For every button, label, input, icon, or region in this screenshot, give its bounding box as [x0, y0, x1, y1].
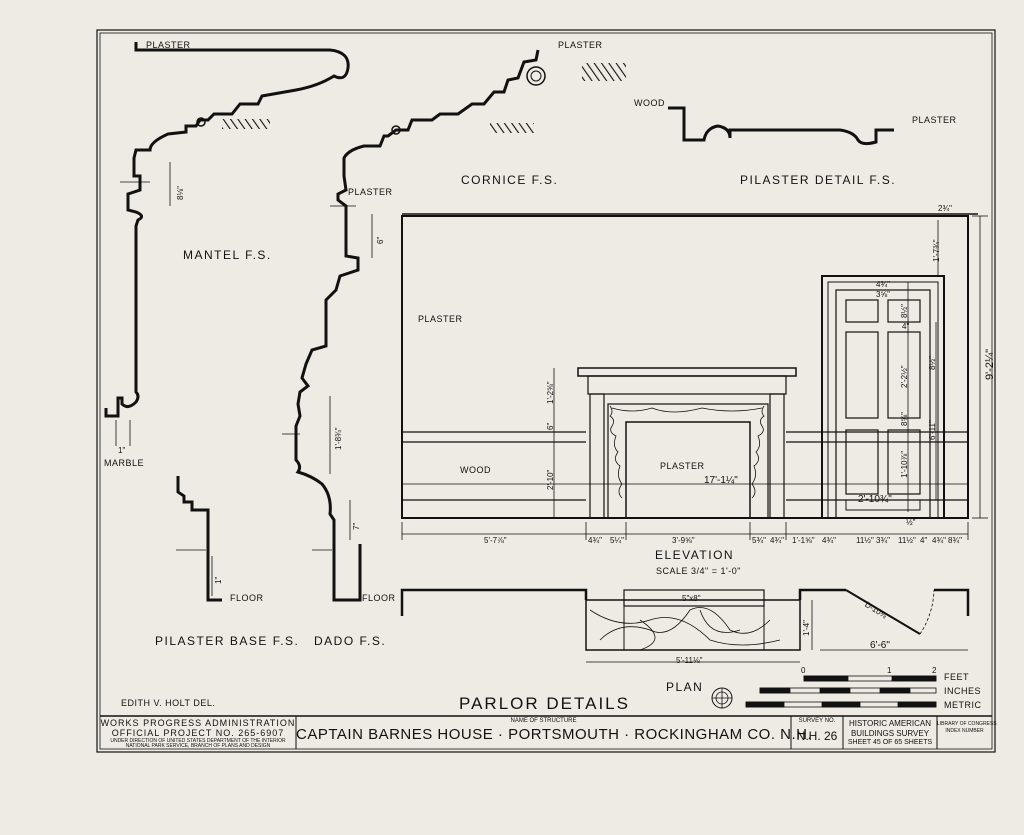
dim-door-8c: 8½" [928, 356, 937, 370]
label-plaster-fireplace: PLASTER [660, 461, 705, 471]
scale-tick-1: 1 [887, 666, 892, 675]
elevation-drawing [401, 213, 988, 540]
profile-dimension-lines [115, 162, 373, 596]
dim-el-6: 6" [546, 422, 555, 430]
agency-line-2: OFFICIAL PROJECT NO. 265-6907 [111, 728, 285, 738]
dim-mantel-1: 1" [118, 446, 126, 455]
dim-el-5b: 5¾" [752, 536, 766, 545]
dim-el-5-7: 5'-7⅞" [484, 536, 507, 545]
inner-border [99, 32, 993, 750]
survey-number: N.H. 26 [796, 729, 838, 743]
dim-el-4e: 4¾" [932, 536, 946, 545]
dim-el-11a: 11½" [856, 536, 874, 545]
agency-line-1: WORKS PROGRESS ADMINISTRATION [100, 718, 296, 728]
dim-door-1-10: 1'-10⅞" [900, 450, 909, 478]
pilaster-detail-profile [668, 106, 894, 146]
dim-el-2-10: 2'-10" [546, 469, 555, 490]
dim-door-2-2: 2'-2½" [900, 365, 909, 388]
dim-el-9-2: 9'-2¼" [984, 348, 996, 380]
title-pilaster-base: PILASTER BASE F.S. [155, 634, 300, 648]
dim-door-2-10: 2'-10¾" [858, 494, 892, 505]
dim-base-1: 1" [214, 576, 223, 584]
label-wood-wainscot: WOOD [460, 465, 491, 475]
agency-line-4: NATIONAL PARK SERVICE, BRANCH OF PLANS A… [125, 743, 271, 749]
label-floor-dado: FLOOR [362, 593, 396, 603]
habs-line-2: BUILDINGS SURVEY [850, 729, 930, 738]
label-floor-base: FLOOR [230, 593, 264, 603]
dim-plan-1-4: 1'-4" [802, 620, 811, 636]
scale-label-metric: METRIC [944, 700, 982, 710]
dim-el-4a: 4¾" [588, 536, 602, 545]
scale-tick-0: 0 [801, 666, 806, 675]
sheet-title: PARLOR DETAILS [459, 694, 630, 713]
cornice-profile [294, 49, 626, 602]
structure-name: CAPTAIN BARNES HOUSE · PORTSMOUTH · ROCK… [296, 726, 813, 743]
dim-dado-18: 1'-8¾" [334, 427, 343, 450]
title-pilaster-detail: PILASTER DETAIL F.S. [740, 173, 897, 187]
delineator: EDITH V. HOLT DEL. [121, 698, 216, 708]
dim-cornice-6: 6" [376, 236, 385, 244]
habs-line-1: HISTORIC AMERICAN [848, 719, 932, 728]
title-dado: DADO F.S. [314, 634, 387, 648]
label-plaster-pilaster: PLASTER [912, 115, 957, 125]
dim-el-4c: 4¾" [822, 536, 836, 545]
dim-plan-5-11: 5'-11⅛" [676, 656, 703, 665]
dim-door-8b: 8⅝" [900, 412, 909, 426]
label-wood-pilaster: WOOD [634, 98, 665, 108]
dim-el-8: 8¾" [948, 536, 962, 545]
dim-door-6-11: 6'-11" [928, 420, 937, 440]
dim-door-4b: 4" [902, 322, 910, 331]
survey-caption: SURVEY NO. [798, 718, 836, 724]
dim-mantel-8: 8⅛" [176, 186, 185, 200]
dim-door-8a: 8½" [900, 304, 909, 318]
label-plaster-mantel: PLASTER [146, 40, 191, 50]
library-line-2: INDEX NUMBER [945, 728, 984, 734]
dim-el-5a: 5¼" [610, 536, 624, 545]
pilaster-base-profile [176, 476, 222, 602]
dim-el-4d: 4" [920, 536, 928, 545]
sheet-info: SHEET 45 OF 65 SHEETS [847, 739, 933, 746]
dim-el-4b: 4¾" [770, 536, 784, 545]
label-marble: MARBLE [104, 458, 145, 468]
title-plan: PLAN [666, 680, 704, 694]
mantel-profile [104, 42, 350, 418]
title-mantel: MANTEL F.S. [183, 248, 272, 262]
graphic-scale [745, 675, 937, 708]
label-plaster-dado: PLASTER [348, 187, 393, 197]
dim-el-2-3: 2¾" [938, 204, 952, 213]
agency-line-3: UNDER DIRECTION OF UNITED STATES DEPARTM… [110, 738, 286, 744]
dim-plan-5x8: 5"x8" [682, 594, 701, 603]
structure-name-caption: NAME OF STRUCTURE [510, 718, 577, 724]
dim-el-1-2: 1'-2⅝" [546, 381, 555, 404]
dim-el-3: 3¾" [876, 536, 890, 545]
scale-label-inches: INCHES [944, 686, 982, 696]
outer-border [96, 29, 996, 753]
dim-door-4: 4¾" [876, 280, 890, 289]
dim-el-1-1: 1'-1⅝" [792, 536, 815, 545]
dim-el-1-7: 1'-7¾" [932, 239, 941, 262]
scale-label-feet: FEET [944, 672, 970, 682]
dim-door-half: ½" [906, 518, 916, 527]
dim-el-3-9: 3'-9⅝" [672, 536, 695, 545]
dim-door-3: 3⅝" [876, 290, 890, 299]
elevation-scale: SCALE 3/4" = 1'-0" [656, 566, 741, 576]
label-plaster-wall: PLASTER [418, 314, 463, 324]
dim-el-17: 17'-1¼" [704, 475, 738, 486]
title-cornice: CORNICE F.S. [461, 173, 559, 187]
label-plaster-cornice: PLASTER [558, 40, 603, 50]
scale-tick-2: 2 [932, 666, 937, 675]
dim-el-11b: 11½" [898, 536, 916, 545]
dim-dado-7: 7" [352, 522, 361, 530]
plan-drawing [400, 588, 970, 709]
library-line-1: LIBRARY OF CONGRESS [937, 721, 997, 727]
title-elevation: ELEVATION [655, 548, 735, 562]
dim-plan-6-6: 6'-6" [870, 640, 890, 651]
